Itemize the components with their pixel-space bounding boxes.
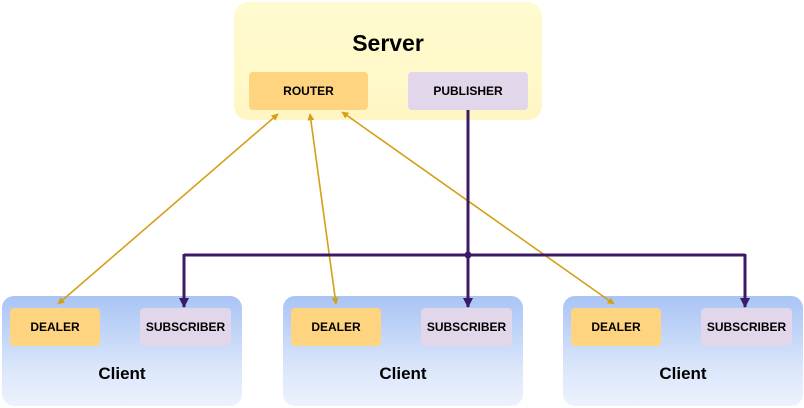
server-title: Server <box>352 30 424 56</box>
client-title-3: Client <box>659 364 707 383</box>
client-container-1: DEALER SUBSCRIBER Client <box>2 296 242 406</box>
publisher-socket[interactable]: PUBLISHER <box>408 72 528 110</box>
subscriber-socket-2[interactable]: SUBSCRIBER <box>421 308 512 346</box>
router-socket[interactable]: ROUTER <box>249 72 368 110</box>
client-container-2: DEALER SUBSCRIBER Client <box>283 296 523 406</box>
client-container-3: DEALER SUBSCRIBER Client <box>563 296 803 406</box>
client-title-2: Client <box>379 364 427 383</box>
subscriber-socket-1[interactable]: SUBSCRIBER <box>140 308 231 346</box>
dealer-socket-1[interactable]: DEALER <box>10 308 100 346</box>
router-dealer-link-2 <box>307 113 339 305</box>
subscriber-socket-3[interactable]: SUBSCRIBER <box>701 308 792 346</box>
dealer-socket-3[interactable]: DEALER <box>571 308 661 346</box>
router-dealer-link-1 <box>57 113 279 305</box>
dealer-socket-2[interactable]: DEALER <box>291 308 381 346</box>
client-title-1: Client <box>98 364 146 383</box>
server-container: Server ROUTER PUBLISHER <box>234 2 542 120</box>
router-dealer-link-3 <box>341 111 615 305</box>
